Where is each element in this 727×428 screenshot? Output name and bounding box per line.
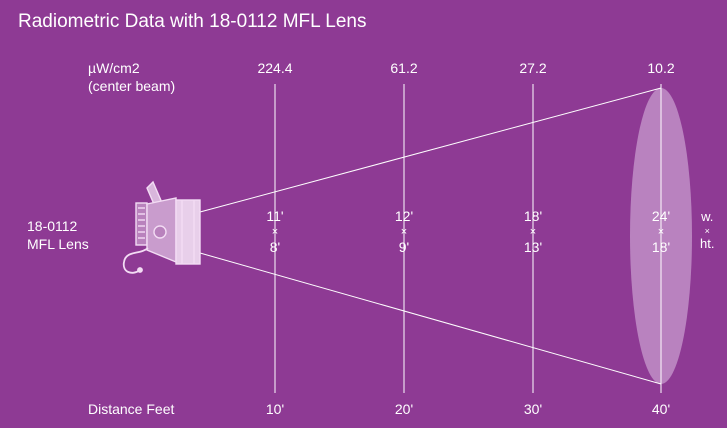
distance-label: Distance Feet — [88, 401, 175, 417]
uv-lamp-icon — [122, 180, 201, 274]
times-icon: × — [657, 226, 665, 239]
times-icon: × — [704, 225, 710, 236]
distance-value-30: 30' — [523, 401, 543, 417]
beam-size-30: 18' × 13' — [523, 208, 543, 256]
beam-width-30: 18' — [523, 208, 543, 224]
beam-lower-edge — [199, 252, 662, 385]
irradiance-sublabel: (center beam) — [88, 78, 176, 94]
width-legend-label: w. — [701, 209, 714, 224]
page-title: Radiometric Data with 18-0112 MFL Lens — [18, 11, 367, 32]
irradiance-value-10: 224.4 — [257, 60, 293, 76]
times-icon: × — [529, 226, 537, 239]
height-legend-label: ht. — [700, 236, 715, 252]
beam-size-20: 12' × 9' — [394, 208, 414, 256]
beam-size-10: 11' × 8' — [266, 208, 284, 256]
irradiance-label: µW/cm2 — [88, 60, 140, 76]
irradiance-value-40: 10.2 — [647, 60, 675, 76]
times-icon: × — [271, 226, 279, 239]
irradiance-value-20: 61.2 — [390, 60, 418, 76]
lens-sublabel: MFL Lens — [27, 236, 89, 252]
distance-value-10: 10' — [265, 401, 285, 417]
beam-height-10: 8' — [269, 239, 281, 256]
beam-width-40: 24' — [651, 208, 671, 224]
times-icon: × — [400, 226, 408, 239]
width-height-legend: w. × ht. — [700, 209, 715, 252]
beam-width-20: 12' — [394, 208, 414, 224]
beam-height-20: 9' — [398, 239, 410, 256]
lens-label: 18-0112 — [27, 218, 78, 234]
irradiance-value-30: 27.2 — [519, 60, 547, 76]
beam-height-40: 18' — [651, 239, 671, 256]
beam-size-40: 24' × 18' — [651, 208, 671, 256]
beam-width-10: 11' — [266, 208, 284, 224]
distance-value-20: 20' — [394, 401, 414, 417]
beam-height-30: 13' — [523, 239, 543, 256]
distance-value-40: 40' — [651, 401, 671, 417]
beam-upper-edge — [199, 87, 662, 213]
